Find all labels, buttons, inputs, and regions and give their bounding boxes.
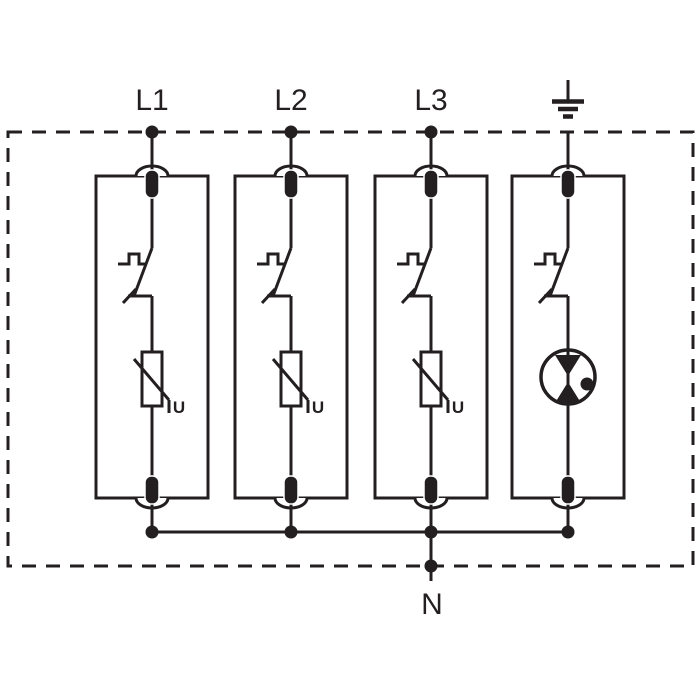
terminal-clamp-icon <box>413 474 449 513</box>
branch-earth-spark-gap-module <box>510 161 626 532</box>
phase-label-l2: L2 <box>274 84 307 117</box>
top-junction-dots <box>145 125 438 139</box>
phase-label-l3: L3 <box>414 84 447 117</box>
incoming-wires <box>150 131 570 176</box>
varistor-icon <box>411 350 450 415</box>
varistor-icon <box>271 350 310 415</box>
isolating-spark-gap-icon <box>539 296 597 532</box>
varistor-voltage-label: U <box>312 398 324 417</box>
junction-dot <box>145 525 159 539</box>
neutral-bus <box>145 525 575 581</box>
earth-ground-icon <box>552 80 584 119</box>
terminal-clamp-icon <box>413 161 449 200</box>
terminal-clamp-icon <box>273 161 309 200</box>
branch-l2-varistor-module: U <box>233 161 349 532</box>
varistor-voltage-label: U <box>173 398 185 417</box>
terminal-clamp-icon <box>134 474 170 513</box>
junction-dot <box>424 125 438 139</box>
phase-label-l1: L1 <box>135 84 168 117</box>
terminal-clamp-icon <box>134 161 170 200</box>
varistor-voltage-label: U <box>452 398 464 417</box>
thermal-disconnector-icon <box>395 188 433 305</box>
junction-dot <box>284 125 298 139</box>
thermal-disconnector-icon <box>255 188 293 305</box>
terminal-clamp-icon <box>550 474 586 513</box>
varistor-icon <box>132 350 171 415</box>
junction-dot <box>424 559 438 573</box>
junction-dot <box>561 525 575 539</box>
thermal-disconnector-icon <box>116 188 154 305</box>
terminal-clamp-icon <box>550 161 586 200</box>
terminal-clamp-icon <box>273 474 309 513</box>
junction-dot <box>145 125 159 139</box>
junction-dot <box>284 525 298 539</box>
branch-l1-varistor-module: U <box>94 161 210 532</box>
neutral-label: N <box>421 588 443 621</box>
thermal-disconnector-icon <box>532 188 570 305</box>
branch-l3-varistor-module: U <box>373 161 489 532</box>
device-enclosure-dashed-border <box>6 130 695 568</box>
